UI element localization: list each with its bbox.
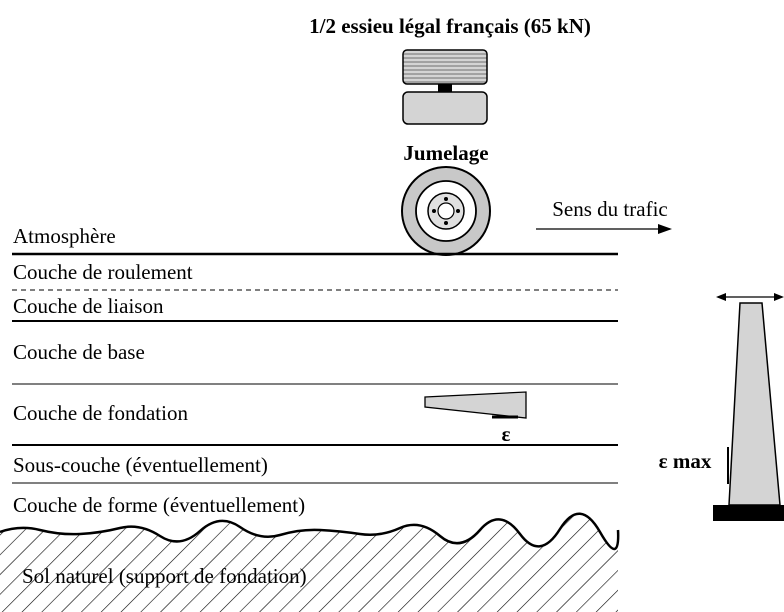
layer-label-sol: Sol naturel (support de fondation) [22, 564, 307, 588]
wheel-side-view-icon [401, 166, 491, 256]
layer-label-sous-couche: Sous-couche (éventuellement) [13, 453, 268, 477]
dual-wheel-top-view-icon [402, 49, 488, 125]
layer-label-atmosphere: Atmosphère [13, 224, 116, 248]
strain-max-label: ε max [659, 449, 712, 473]
soil-surface-line [0, 512, 620, 551]
layer-label-fondation: Couche de fondation [13, 401, 188, 425]
layer-label-forme: Couche de forme (éventuellement) [13, 493, 305, 517]
wheel-label: Jumelage [403, 141, 488, 165]
layer-label-base: Couche de base [13, 340, 145, 364]
diagram-title: 1/2 essieu légal français (65 kN) [309, 14, 591, 38]
strain-label: ε [502, 422, 511, 446]
natural-soil-hatched-area [0, 513, 619, 612]
strain-wedge-icon [424, 391, 527, 419]
strain-max-tower-icon [713, 293, 784, 521]
layer-label-roulement: Couche de roulement [13, 260, 193, 284]
layer-label-liaison: Couche de liaison [13, 294, 164, 318]
traffic-direction-label: Sens du trafic [552, 197, 667, 221]
